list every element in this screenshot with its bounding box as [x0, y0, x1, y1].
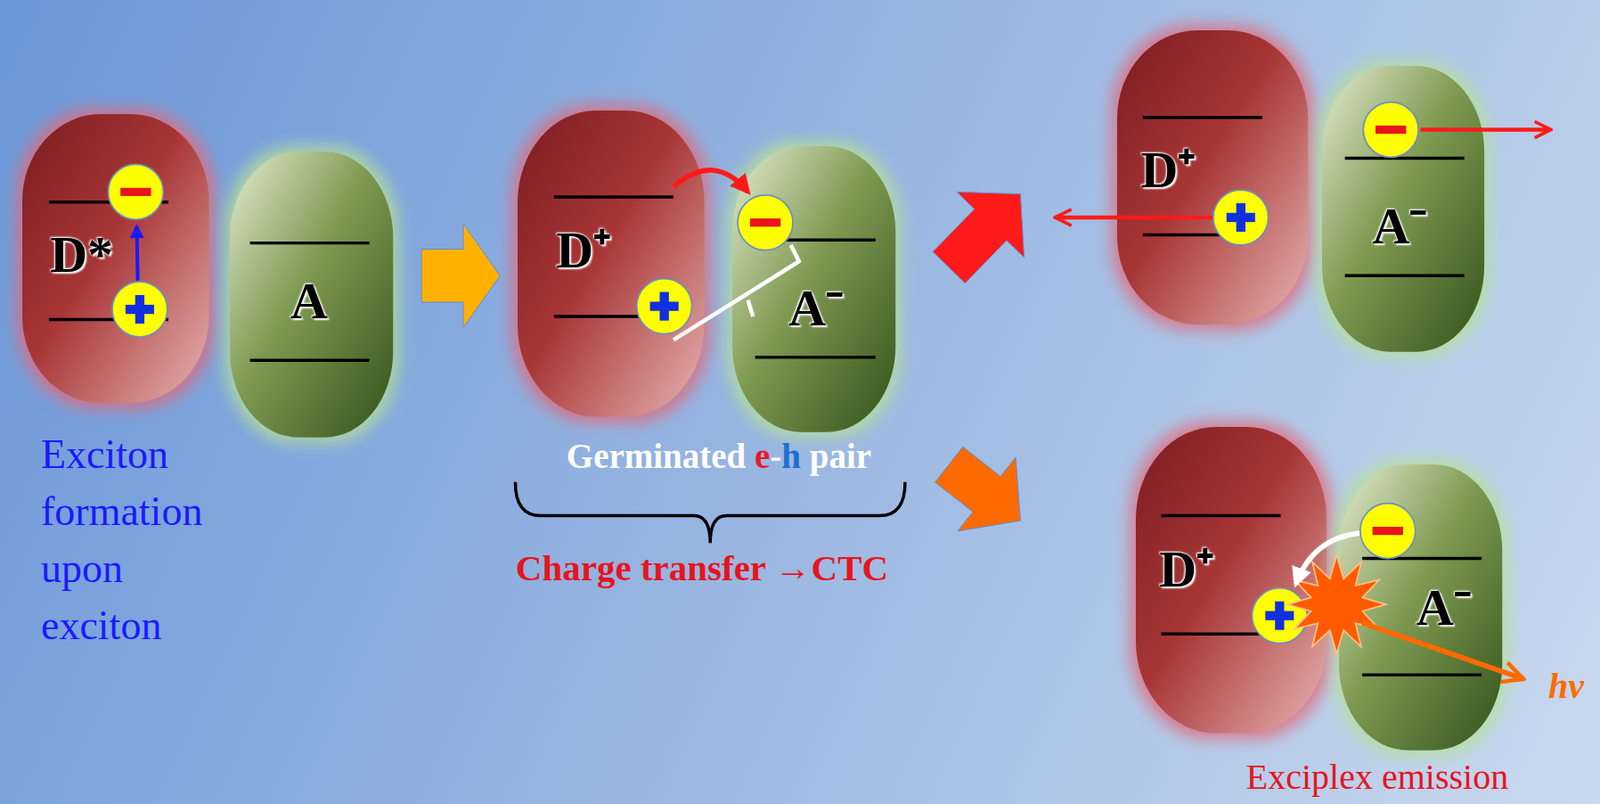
electron-symbol [107, 163, 164, 220]
electron-symbol [1363, 102, 1419, 158]
species-label: D⁺ [1159, 540, 1215, 598]
blob-glow [1333, 458, 1508, 756]
species-label: A⁻ [788, 279, 844, 337]
species-label: D* [49, 226, 114, 284]
process-label: Exciplex emission [1246, 756, 1509, 798]
state-label: e [754, 436, 770, 477]
brace [514, 481, 906, 544]
donor-blob: D⁺ [517, 110, 705, 417]
acceptor-blob: A [229, 151, 393, 438]
blob-fill [517, 110, 705, 417]
hole-symbol [112, 281, 168, 337]
photon-label: hν [1548, 665, 1584, 707]
blob-glow [726, 140, 901, 438]
blob-fill [22, 114, 210, 403]
species-label: D⁺ [555, 221, 612, 279]
blob-fill [1338, 464, 1503, 751]
hole-symbol [1213, 189, 1269, 245]
state-label: Germinated [566, 436, 746, 477]
process-arrow [935, 446, 1021, 531]
process-label: Charge transfer →CTC [515, 546, 889, 589]
blob-glow [16, 108, 215, 409]
hole-symbol [1251, 587, 1307, 644]
blob-fill [1135, 426, 1327, 734]
species-label: A⁻ [1416, 579, 1472, 637]
state-label: - [769, 436, 782, 477]
species-label: A [290, 272, 328, 330]
drift-arrow [1420, 127, 1552, 132]
donor-blob: D* [22, 114, 210, 403]
blob-glow [512, 105, 711, 423]
blob-fill [229, 151, 393, 438]
step-label: Exciton formation upon exciton [40, 431, 203, 648]
blob-fill [1117, 30, 1308, 325]
state-label: pair [809, 436, 872, 477]
state-label: h [781, 436, 801, 477]
blob-fill [732, 146, 896, 433]
blob-glow [1316, 60, 1490, 358]
process-arrow [932, 191, 1024, 283]
hole-symbol [636, 278, 693, 335]
electron-symbol [1360, 503, 1416, 559]
electron-symbol [737, 195, 793, 251]
species-label: A⁻ [1372, 197, 1429, 255]
drift-arrow [1054, 215, 1215, 221]
blob-glow [1111, 24, 1314, 330]
donor-blob: D⁺ [1117, 30, 1308, 325]
species-label: D⁺ [1141, 141, 1197, 199]
blob-glow [224, 146, 399, 443]
excitation-arrow [136, 226, 138, 281]
blob-glow [1130, 421, 1332, 739]
process-arrow [421, 223, 500, 328]
blob-fill [1322, 65, 1485, 352]
